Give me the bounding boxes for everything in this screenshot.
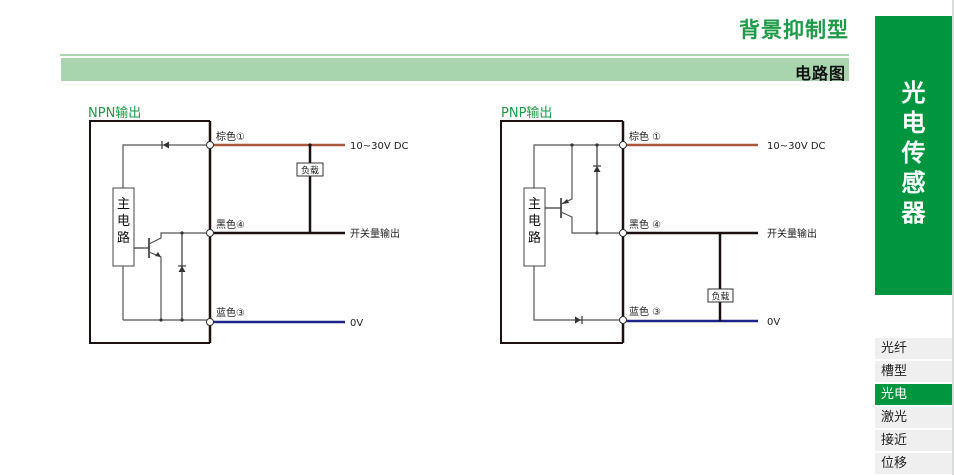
npn-collector xyxy=(148,232,210,245)
npn-junction xyxy=(180,318,184,322)
menu-item-slot[interactable]: 槽型 xyxy=(875,361,952,382)
npn-supply-label: 10~30V DC xyxy=(350,141,409,152)
npn-main-circuit-char-2: 电 xyxy=(117,214,130,229)
category-label-char: 感 xyxy=(901,169,926,197)
npn-terminal-blue xyxy=(206,318,214,326)
pnp-clamp-diode-icon xyxy=(593,166,601,172)
pnp-diode-icon xyxy=(575,316,581,324)
npn-terminal-brown xyxy=(206,141,214,149)
pnp-brown-label: 棕色 ① xyxy=(629,130,661,143)
pnp-supply-label: 10~30V DC xyxy=(767,141,826,152)
npn-circuit: 负载 主 电 路 棕色① 黑色④ 蓝色③ 10~30V DC 开关量输出 xyxy=(89,120,409,344)
pnp-load-box xyxy=(707,288,734,303)
npn-switch-label: 开关量输出 xyxy=(350,227,400,240)
pnp-black-label: 黑色 ④ xyxy=(629,218,661,231)
npn-main-circuit-char-1: 主 xyxy=(117,197,130,212)
category-label-char: 电 xyxy=(901,109,926,137)
page-title: 背景抑制型 xyxy=(739,18,849,42)
category-panel: 光电传感器 xyxy=(875,16,952,295)
pnp-emitter-arrow xyxy=(562,199,569,204)
npn-brown-label: 棕色① xyxy=(216,130,245,143)
npn-terminal-black xyxy=(206,229,214,237)
menu-item-photoelectric[interactable]: 光电 xyxy=(875,384,952,405)
npn-main-circuit-char-3: 路 xyxy=(117,230,130,246)
npn-emitter-arrow xyxy=(155,252,161,257)
pnp-circuit: 负载 主 电 路 棕色 ① 黑色 ④ 蓝色 ③ 10~30V DC 开关量输出 xyxy=(500,120,826,344)
pnp-junction xyxy=(595,231,599,235)
pnp-main-circuit-char-1: 主 xyxy=(528,197,541,212)
pnp-terminal-blue xyxy=(619,316,627,324)
npn-junction xyxy=(308,143,312,147)
section-bar: 电路图 xyxy=(61,58,849,83)
menu-item-displacement[interactable]: 位移 xyxy=(875,453,952,474)
pnp-terminal-black xyxy=(619,229,627,237)
pnp-blue-label: 蓝色 ③ xyxy=(629,305,661,318)
pnp-main-circuit-char-3: 路 xyxy=(528,230,541,246)
header-divider xyxy=(60,54,849,56)
npn-junction xyxy=(180,231,184,235)
npn-zero-label: 0V xyxy=(350,318,363,329)
npn-junction xyxy=(159,318,163,322)
npn-diagram-title: NPN输出 xyxy=(88,106,142,121)
pnp-switch-label: 开关量输出 xyxy=(767,227,817,240)
npn-diode-icon xyxy=(163,141,169,149)
pnp-housing xyxy=(500,120,623,344)
menu-item-proximity[interactable]: 接近 xyxy=(875,430,952,451)
section-title: 电路图 xyxy=(794,64,846,83)
category-label-char: 光 xyxy=(901,79,926,107)
category-label-char: 传 xyxy=(901,139,926,167)
category-label-char: 器 xyxy=(901,199,926,227)
page-edge-divider xyxy=(952,0,954,475)
pnp-main-circuit-char-2: 电 xyxy=(528,214,541,229)
pnp-junction xyxy=(595,143,599,147)
npn-housing xyxy=(89,120,210,344)
npn-load-box xyxy=(296,162,324,177)
npn-emitter xyxy=(148,251,162,320)
npn-diode-line xyxy=(122,144,210,188)
pnp-collector xyxy=(560,211,623,234)
npn-black-label: 黑色④ xyxy=(216,218,245,231)
pnp-zero-bus xyxy=(533,266,623,321)
menu-item-fiber[interactable]: 光纤 xyxy=(875,338,952,359)
npn-clamp-diode-icon xyxy=(178,266,186,272)
pnp-emitter xyxy=(560,145,573,205)
menu-item-laser[interactable]: 激光 xyxy=(875,407,952,428)
pnp-supply-bus xyxy=(533,144,623,188)
category-menu: 光纤 槽型 光电 激光 接近 位移 xyxy=(875,338,952,476)
pnp-diagram-title: PNP输出 xyxy=(501,106,553,121)
npn-blue-label: 蓝色③ xyxy=(216,306,245,319)
pnp-terminal-brown xyxy=(619,141,627,149)
pnp-load-label: 负载 xyxy=(711,291,729,303)
pnp-junction xyxy=(570,143,574,147)
pnp-zero-label: 0V xyxy=(767,317,780,328)
category-label: 光电传感器 xyxy=(875,78,952,228)
npn-load-label: 负载 xyxy=(301,165,319,177)
